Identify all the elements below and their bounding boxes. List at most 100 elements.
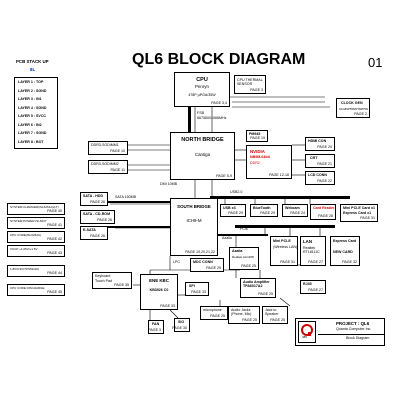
- stackup-layer: LAYER 5 : SVCC: [18, 114, 47, 118]
- power-cpu-core-label: CPU CORE(ISL6262A): [10, 233, 42, 237]
- esata-page: PAGE 26: [90, 234, 105, 238]
- usb-ports-page: PAGE 29: [228, 211, 243, 215]
- bluetooth-page: PAGE 29: [260, 211, 275, 215]
- title-block-divider: [318, 334, 385, 335]
- card-reader-block: Card Reader PAGE 28: [310, 204, 336, 220]
- sata-hdd-label: SATA - HDD: [83, 194, 104, 198]
- power-cpu-core-block: CPU CORE(ISL6262A) PAGE 42: [7, 231, 65, 243]
- jack-speaker-page: PAGE 25: [270, 318, 285, 322]
- microphone-page: PAGE 25: [210, 314, 225, 318]
- stackup-layer: LAYER 7 : SGND: [18, 131, 47, 135]
- pcie-bus: [235, 225, 335, 228]
- ddr-sodimm2-page: PAGE 11: [110, 168, 125, 172]
- power-charger-label: SYSTEM CHARGER(ISL6251A)(LT): [10, 205, 59, 209]
- north-bridge-title: NORTH BRIDGE: [181, 137, 224, 143]
- usb-bus-label: USB2.0: [230, 190, 243, 194]
- lan-block: LAN Realtek RTL8111C PAGE 27: [300, 236, 326, 266]
- power-1v8-block: 1.8V/0.9V(TPS51116) PAGE 44: [7, 265, 65, 277]
- power-cpu-core-page: PAGE 42: [47, 237, 62, 241]
- hdmi-block: HDMI CON PAGE 20: [305, 137, 335, 151]
- mini-pci-sub: (Wireless LAN): [273, 245, 298, 249]
- ene-kbc-page: PAGE 33: [160, 304, 175, 308]
- pm945-block: PM945 PAGE 19: [246, 130, 268, 142]
- ddr-sodimm2-label: DDR3-SODIMM2: [91, 162, 119, 166]
- crt-block: CRT PAGE 21: [305, 154, 335, 168]
- audio-jack-page: PAGE 25: [242, 318, 257, 322]
- mini-pcie-card-sub: Express Card x1: [343, 211, 372, 215]
- usb-ports-block: USB x3 PAGE 29: [220, 204, 246, 217]
- stackup-layer: LAYER 3 : IN1: [18, 97, 42, 101]
- jack-speaker-label: Jack to Speaker: [265, 308, 279, 316]
- spi-block: SPI PAGE 33: [185, 282, 209, 296]
- south-bridge-title: SOUTH BRIDGE: [177, 204, 211, 209]
- audio-amp-page: PAGE 25: [258, 292, 273, 296]
- clock-gen-label: CLOCK GEN: [341, 101, 363, 105]
- nvidia-sub: NB9M-64bit: [250, 155, 270, 159]
- mdc-page: PAGE 29: [206, 266, 221, 270]
- mini-pcie-card-page: PAGE 31: [360, 216, 375, 220]
- power-system-label: SYSTEM POWER ISL6237: [10, 219, 47, 223]
- lan-sub: Realtek RTL8111C: [303, 246, 320, 254]
- pm945-label: PM945: [249, 132, 261, 136]
- lcd-block: LCD CONN PAGE 22: [305, 171, 335, 185]
- keyboard-block: Keyboard Touch Pad PAGE 35: [92, 272, 132, 289]
- sio-page: PAGE 30: [172, 326, 187, 330]
- card-reader-page: PAGE 28: [318, 214, 333, 218]
- sata-odd-block: SATA - CD-ROM PAGE 26: [80, 210, 115, 224]
- mini-pcie-card-block: Mini PCI-E Card x1 Express Card x1 PAGE …: [340, 204, 378, 222]
- doc-title: Block Diagram: [346, 336, 370, 340]
- azalia-codec-sub: Realtek ALC268: [232, 255, 254, 259]
- azalia-codec-page: PAGE 25: [241, 264, 256, 268]
- power-vccp-label: VCCP +1.05V/+1.5V: [10, 247, 38, 251]
- quanta-logo-icon: 385: [298, 321, 316, 343]
- rj45-page: PAGE 27: [308, 288, 323, 292]
- jack-speaker-block: Jack to Speaker PAGE 25: [262, 306, 288, 324]
- rj45-label: RJ45: [303, 282, 312, 286]
- power-discharge-page: PAGE 45: [47, 290, 62, 294]
- azalia-codec-label: Azalia: [232, 249, 243, 253]
- mini-pci-page: PAGE 31: [280, 260, 295, 264]
- power-1v8-page: PAGE 44: [47, 271, 62, 275]
- power-system-block: SYSTEM POWER ISL6237 PAGE 41: [7, 217, 65, 229]
- fan-block: FAN PAGE 3: [148, 320, 164, 334]
- keyboard-sub: Touch Pad: [95, 279, 112, 283]
- cpu-page: PAGE 3,4: [211, 101, 227, 105]
- mini-pcie-card-label: Mini PCI-E Card x1: [343, 206, 375, 210]
- cpu-sub: Penryn: [195, 84, 209, 89]
- ene-kbc-block: ENE KBC KB3926 C0 PAGE 33: [140, 274, 178, 310]
- ddr-sodimm2-block: DDR3-SODIMM2 PAGE 11: [88, 160, 128, 174]
- esata-block: E-SATA PAGE 26: [80, 226, 108, 240]
- audio-jack-block: Audio Jacks (Phone, Mic) PAGE 25: [228, 306, 260, 324]
- microphone-label: microphone: [203, 308, 222, 312]
- ene-kbc-sub: KB3926 C0: [149, 288, 169, 292]
- nvidia-title: NVIDIA: [250, 149, 265, 154]
- logo-number: 385: [302, 335, 308, 339]
- rj45-block: RJ45 PAGE 27: [300, 280, 326, 294]
- crt-page: PAGE 21: [317, 162, 332, 166]
- webcam-page: PAGE 24: [290, 211, 305, 215]
- sata-odd-page: PAGE 26: [97, 218, 112, 222]
- sata-bus: [108, 201, 172, 203]
- power-discharge-block: CPU CORE DISCHARGE PAGE 45: [7, 284, 65, 296]
- sata-hdd-block: SATA - HDD PAGE 26: [80, 192, 108, 206]
- lcd-page: PAGE 22: [317, 179, 332, 183]
- north-bridge-sub: Cantiga: [194, 152, 211, 157]
- hdmi-label: HDMI CON: [308, 139, 327, 143]
- stackup-layer: LAYER 8 : BOT: [18, 139, 44, 144]
- title-block: 385 PROJECT : QL6 Quanta Computer Inc. B…: [295, 318, 385, 346]
- audio-amp-block: Audio Amplifier TPA6017A2 PAGE 25: [240, 278, 276, 298]
- card-reader-label: Card Reader: [313, 206, 335, 210]
- cpu-note: 478P µPGA/35W: [188, 93, 216, 97]
- fsb-label: FSB: [197, 111, 204, 115]
- fan-label: FAN: [152, 322, 160, 326]
- north-bridge-block: NORTH BRIDGE Cantiga PAGE 5-9: [170, 132, 235, 180]
- power-charger-block: SYSTEM CHARGER(ISL6251A)(LT) PAGE 40: [7, 203, 65, 215]
- cpu-title: CPU: [196, 77, 208, 83]
- express-card-page: PAGE 32: [342, 260, 357, 264]
- cpu-thermal-label: CPU THERMAL SENSOR: [237, 78, 263, 86]
- sata-odd-label: SATA - CD-ROM: [83, 212, 111, 216]
- ddr-sodimm1-page: PAGE 10: [110, 149, 125, 153]
- page-title: QL6 BLOCK DIAGRAM: [132, 51, 306, 68]
- stackup-layer: LAYER 6 : IN2: [18, 122, 42, 127]
- power-1v8-label: 1.8V/0.9V(TPS51116): [10, 267, 39, 271]
